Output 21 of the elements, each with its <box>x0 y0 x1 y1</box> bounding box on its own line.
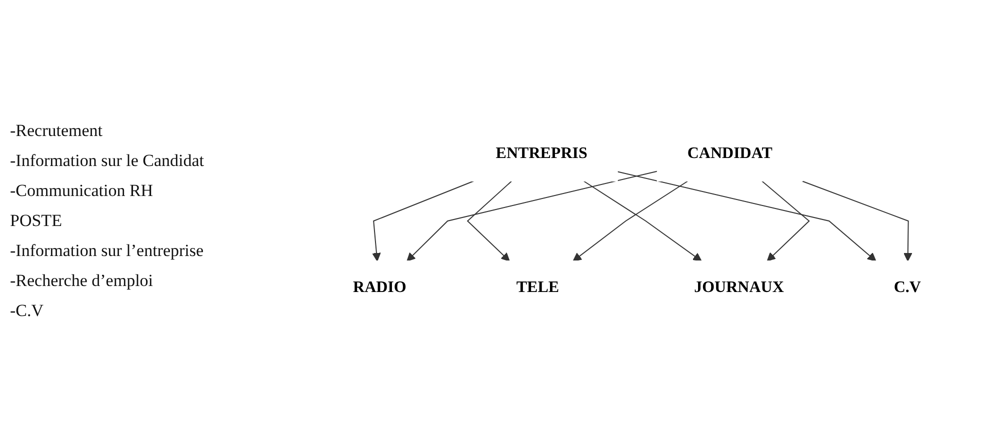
node-text: CANDIDAT <box>686 144 772 162</box>
arrow <box>466 180 512 261</box>
arrow <box>760 180 810 261</box>
node-text: RADIO <box>352 278 406 296</box>
arrow <box>406 170 658 261</box>
note-text: -Recrutement <box>10 120 103 140</box>
arrow <box>572 180 688 261</box>
note-text: -Communication RH <box>10 180 154 200</box>
arrow <box>616 170 876 261</box>
node-text: TELE <box>516 278 559 296</box>
node-text: JOURNAUX <box>694 278 784 296</box>
node-text: C.V <box>893 278 920 296</box>
arrow <box>800 180 912 261</box>
arrow <box>582 180 702 261</box>
arrow <box>372 180 474 261</box>
note-text: -Information sur le Candidat <box>10 150 204 170</box>
note-text: POSTE <box>10 210 62 230</box>
note-text: -Recherche d’emploi <box>10 270 154 290</box>
note-text: -C.V <box>10 300 44 320</box>
node-text: ENTREPRIS <box>495 144 587 162</box>
note-text: -Information sur l’entreprise <box>10 240 204 260</box>
